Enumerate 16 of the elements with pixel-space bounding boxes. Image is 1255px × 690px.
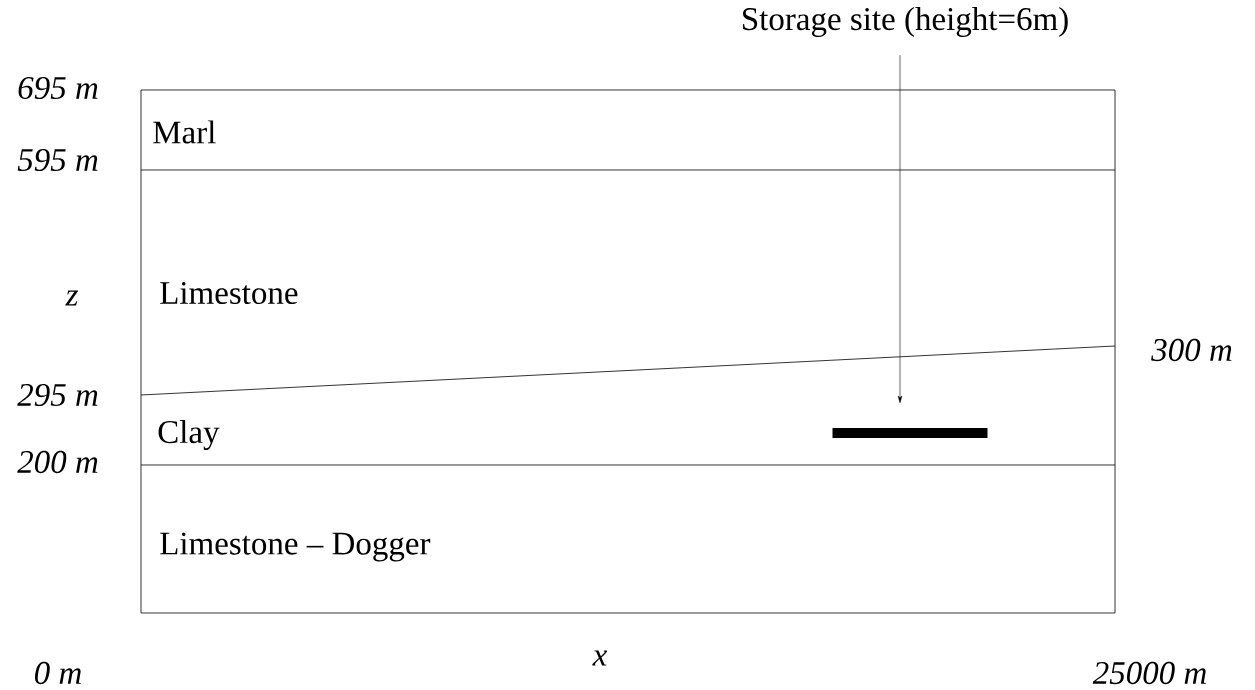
layer-label: Marl xyxy=(153,120,216,144)
layer-label: Clay xyxy=(158,420,220,450)
depth-label: 300 m xyxy=(1151,338,1232,362)
callout-text: Storage site (height=6m) xyxy=(743,7,1068,37)
depth-label: 295 m xyxy=(17,383,98,407)
layer-label: Limestone xyxy=(160,281,298,305)
storage-bar xyxy=(832,428,988,438)
depth-label: 200 m xyxy=(17,450,98,474)
layer-label: Limestone – Dogger xyxy=(160,532,431,562)
depth-label: 695 m xyxy=(18,76,98,100)
arrow xyxy=(897,54,903,403)
depth-label: 25000 m xyxy=(1092,661,1206,685)
axis-label: z xyxy=(65,290,78,306)
axis-label: x xyxy=(592,650,608,666)
depth-label: 595 m xyxy=(17,148,98,172)
depth-label: 0 m xyxy=(35,661,81,685)
